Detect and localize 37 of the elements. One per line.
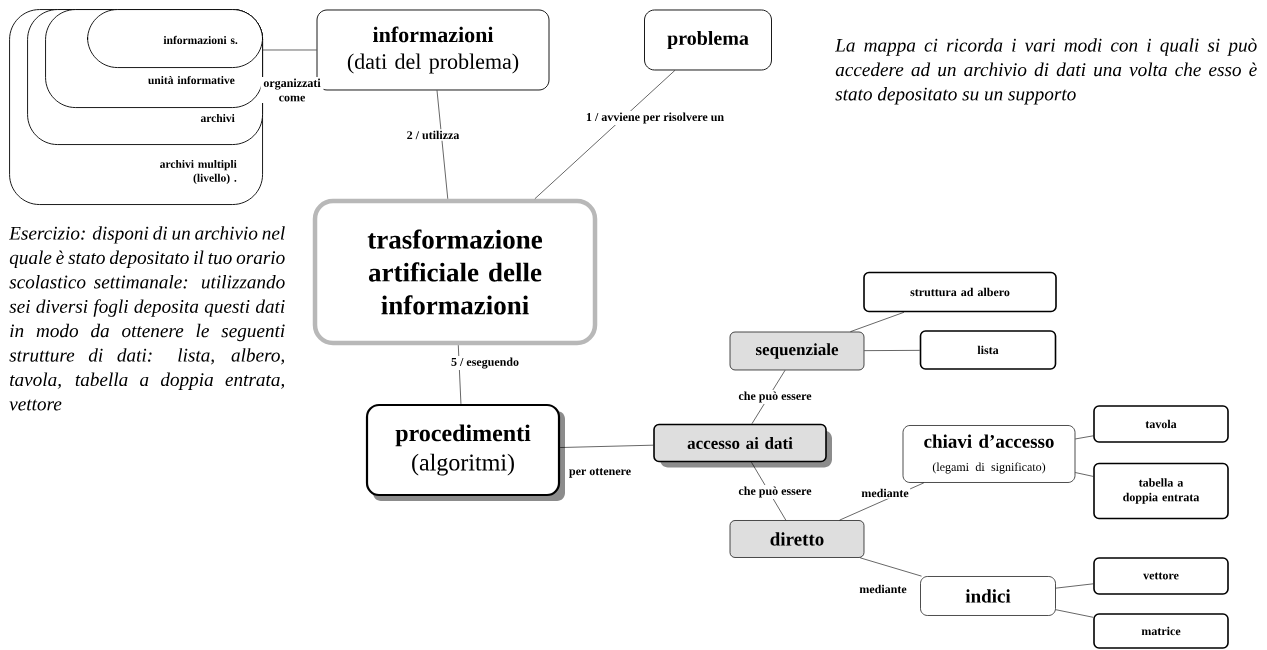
rounded-box: struttura ad albero: [863, 271, 1057, 313]
edge-label: 1 / avviene per risolvere un: [584, 111, 726, 125]
rounded-box: chiavi d’accesso (legami di significato): [902, 425, 1076, 483]
connector: [436, 90, 449, 200]
rounded-box: vettore: [1093, 557, 1229, 595]
central-box: trasformazione artificiale delle informazioni: [312, 198, 598, 346]
edge-label: mediante: [859, 487, 911, 499]
connector: [262, 49, 317, 51]
shadowed-box: accesso ai dati: [653, 423, 832, 468]
edge-label: organizzati come: [260, 77, 324, 103]
note-text: Esercizio: disponi di un archivio nel quale è stato depositato il tuo orario scolastico settimanale: utilizzando sei diversi fogli deposita questi dati in modo da ottenere le seguenti strutture di dati: lista, albero, tavola, tabella a doppia entrata, vettore: [9, 226, 285, 411]
edge-label: 5 / eseguendo: [449, 356, 521, 370]
connector: [1055, 609, 1094, 618]
connector: [1075, 435, 1094, 440]
shaded-box: diretto: [729, 520, 865, 558]
connector: [534, 70, 676, 200]
edge-label: 2 / utilizza: [405, 129, 461, 141]
connector: [859, 557, 922, 577]
edge-label: che può essere: [736, 485, 814, 499]
nested-box: informazioni s.: [87, 9, 263, 68]
connector: [1075, 472, 1094, 477]
connector: [850, 312, 905, 332]
rounded-box: problema: [644, 9, 772, 71]
connector: [559, 444, 654, 448]
shaded-box: sequenziale: [729, 331, 865, 371]
rounded-box: tavola: [1093, 405, 1229, 443]
rounded-box: indici: [920, 576, 1056, 616]
connector: [864, 350, 920, 351]
connector: [1055, 583, 1094, 589]
rounded-box: tabella a doppia entrata: [1093, 462, 1229, 520]
note-text: La mappa ci ricorda i vari modi con i quali si può accedere ad un archivio di dati una volta che esso è stato depositato su un supporto: [835, 38, 1257, 105]
rounded-box: lista: [919, 330, 1057, 370]
shadowed-box: procedimenti (algoritmi): [365, 403, 565, 501]
rounded-box: matrice: [1093, 613, 1229, 649]
edge-label: per ottenere: [567, 466, 633, 480]
edge-label: mediante: [857, 583, 909, 595]
edge-label: che può essere: [736, 390, 814, 404]
